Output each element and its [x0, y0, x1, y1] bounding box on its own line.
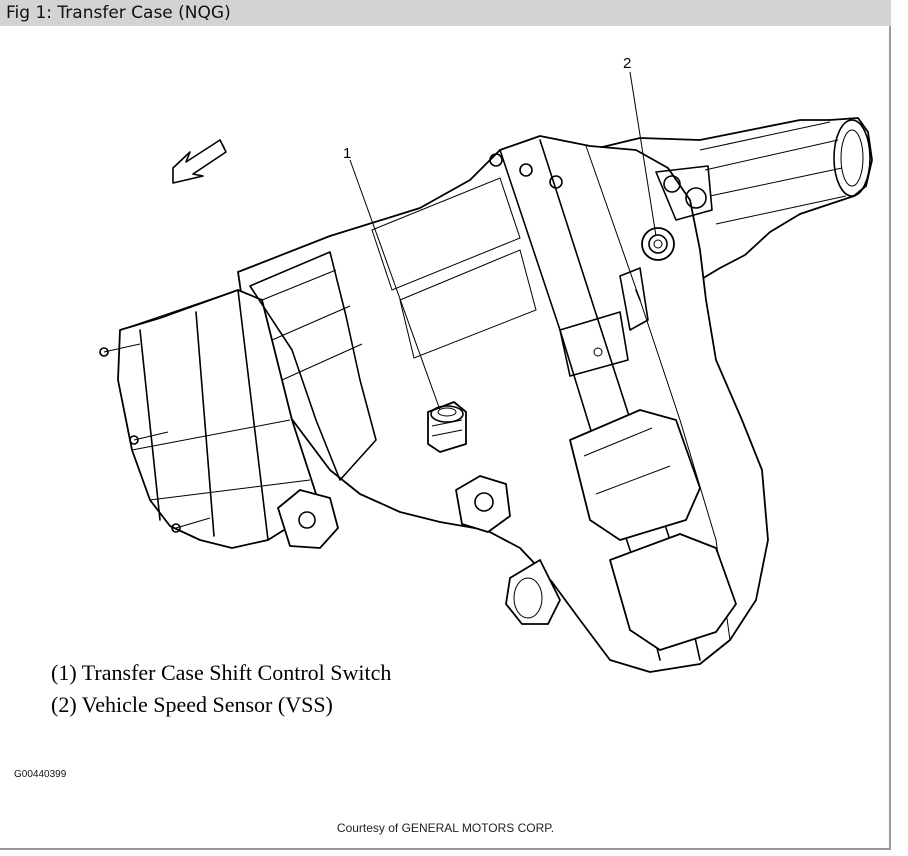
figure-frame: Fig 1: Transfer Case (NQG)	[0, 0, 891, 850]
courtesy-credit: Courtesy of GENERAL MOTORS CORP.	[336, 821, 555, 835]
legend-item-1: (1) Transfer Case Shift Control Switch	[51, 660, 392, 685]
figure-title: Fig 1: Transfer Case (NQG)	[6, 3, 231, 23]
figure-title-bar: Fig 1: Transfer Case (NQG)	[0, 0, 891, 26]
callout-leader-2	[629, 71, 657, 237]
callout-number-1: 1	[343, 145, 351, 162]
legend-item-2: (2) Vehicle Speed Sensor (VSS)	[51, 692, 333, 717]
transfer-case-diagram: 1 2	[99, 55, 873, 673]
figure-code: G00440399	[14, 769, 67, 780]
callout-number-2: 2	[623, 55, 631, 72]
callout-leader-1	[349, 159, 441, 411]
front-direction-arrow-icon	[172, 139, 227, 184]
transfer-case-housing	[99, 117, 873, 673]
